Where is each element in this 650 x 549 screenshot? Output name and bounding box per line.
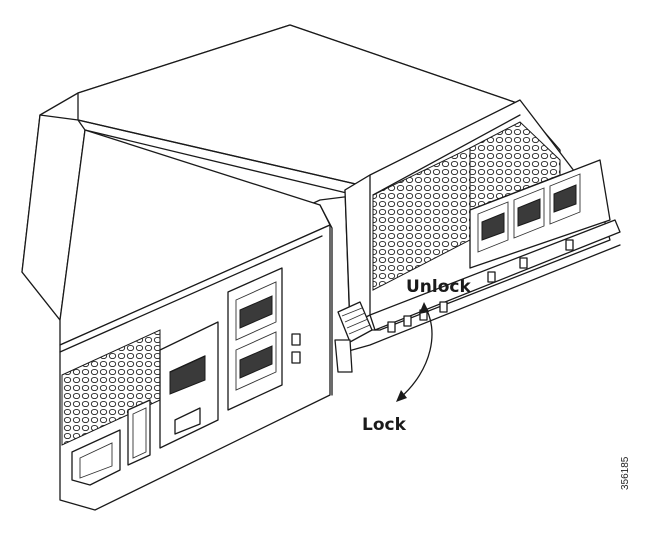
rotation-arrow	[396, 302, 433, 402]
expansion-module	[344, 99, 621, 353]
unlock-label: Unlock	[406, 277, 471, 297]
thumbscrew-icon	[334, 301, 373, 373]
main-chassis	[21, 24, 561, 511]
figure-id: 356185	[620, 456, 631, 490]
lock-label: Lock	[362, 415, 407, 435]
